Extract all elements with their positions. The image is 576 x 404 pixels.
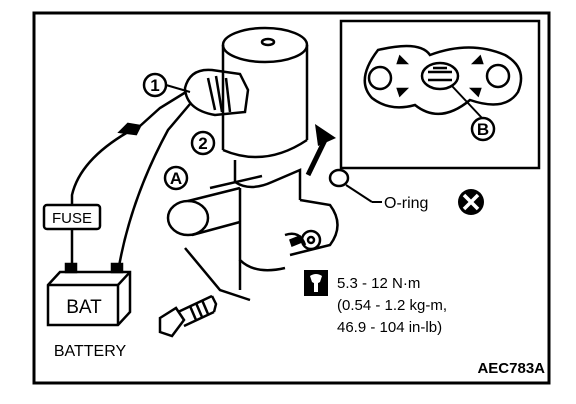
- callout-b: B: [470, 116, 496, 142]
- svg-text:B: B: [477, 120, 489, 139]
- fuse: FUSE: [42, 203, 102, 231]
- detail-arrow: [305, 124, 336, 177]
- jumper-wires: [70, 90, 191, 273]
- torque-spec-line2: (0.54 - 1.2 kg-m,: [337, 297, 447, 314]
- torque-spec-line1: 5.3 - 12 N·m: [337, 275, 420, 292]
- o-ring: [328, 168, 382, 203]
- svg-text:1: 1: [150, 76, 159, 95]
- flange-wrench-mark: [289, 235, 303, 247]
- valve-assembly: [166, 26, 339, 302]
- figure-border: [32, 11, 551, 385]
- battery-caption: BATTERY: [54, 343, 127, 360]
- battery-label: BAT: [66, 297, 102, 318]
- inset-border: [339, 19, 541, 170]
- callout-2: 2: [190, 130, 216, 156]
- figure-code: AEC783A: [477, 360, 545, 377]
- svg-text:FUSE: FUSE: [52, 210, 92, 227]
- svg-text:2: 2: [198, 134, 207, 153]
- torque-spec-line3: 46.9 - 104 in-lb): [337, 319, 442, 336]
- svg-text:A: A: [170, 169, 182, 188]
- x-circle-icon: [458, 189, 484, 215]
- battery: [46, 262, 132, 327]
- oring-label: O-ring: [384, 195, 428, 212]
- mounting-bolt: [158, 294, 218, 338]
- callout-a: A: [163, 165, 189, 191]
- callout-1: 1: [142, 72, 191, 98]
- torque-wrench-icon: [304, 270, 328, 296]
- gasket-detail: [363, 44, 523, 119]
